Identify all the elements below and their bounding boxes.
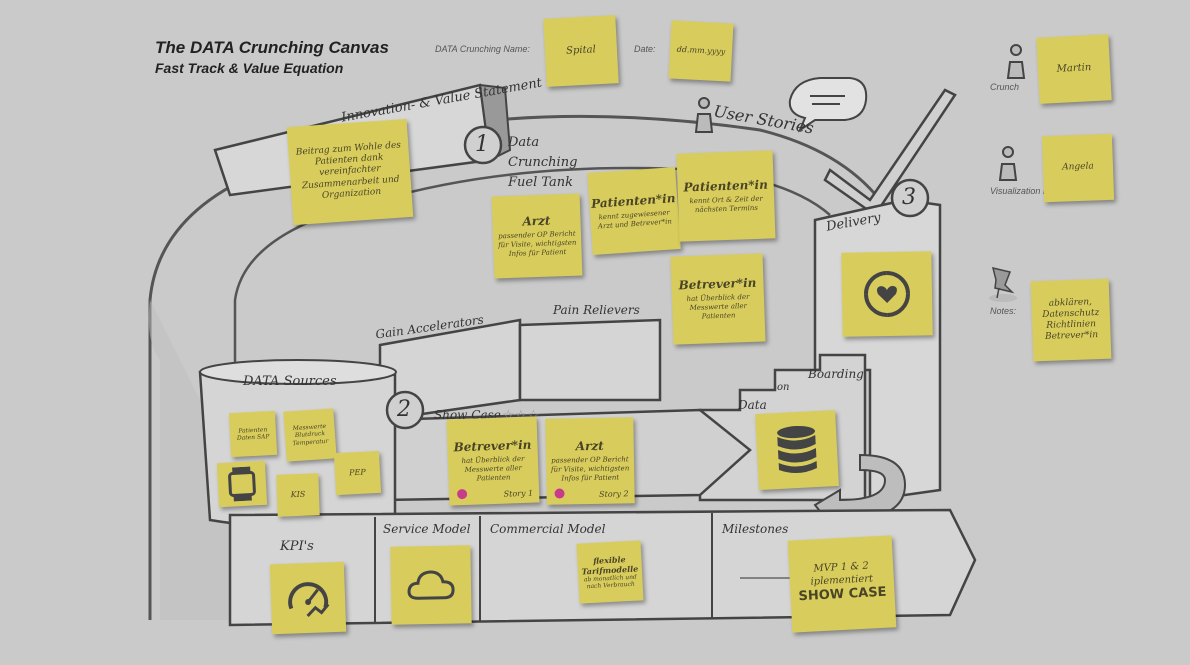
- story-note-body: kennt zugewiesener Arzt und Betrever*in: [597, 208, 673, 231]
- data-source-mess-note[interactable]: Messwerte Blutdruck Temperatur: [283, 408, 337, 462]
- story-note-head: Patienten*in: [683, 177, 769, 195]
- data-source-sap-note[interactable]: Patienten Daten SAP: [228, 410, 278, 458]
- service-model-label: Service Model: [383, 522, 471, 536]
- story-dot: [456, 488, 468, 500]
- story-tag: Story 2: [599, 489, 629, 499]
- name-note[interactable]: Spital: [543, 15, 619, 87]
- milestone-note[interactable]: MVP 1 & 2 iplementiert SHOW CASE: [787, 535, 897, 633]
- service-model-note[interactable]: [390, 545, 472, 625]
- gauge-icon: [288, 582, 330, 618]
- data-source-pep-note[interactable]: PEP: [333, 450, 382, 496]
- step-2-number: 2: [397, 397, 411, 422]
- notes-note[interactable]: abklären, Datenschutz Richtlinien Betrev…: [1030, 278, 1112, 362]
- date-label: Date:: [634, 44, 656, 54]
- milestone-line-2: SHOW CASE: [798, 585, 887, 605]
- checkmark-icon: [823, 88, 957, 217]
- story-note-arzt[interactable]: Arzt passender OP Bericht für Visite, wi…: [491, 193, 583, 279]
- person-icon: [694, 44, 1026, 181]
- kpi-note[interactable]: [269, 561, 347, 635]
- story-note-patient-2[interactable]: Patienten*in kennt Ort & Zeit der nächst…: [676, 150, 776, 242]
- onboarding-boarding-label: Boarding: [808, 367, 864, 381]
- data-source-watch-note[interactable]: [216, 460, 268, 508]
- show-case-note-head: Betrever*in: [453, 438, 532, 455]
- name-label: DATA Crunching Name:: [435, 44, 530, 54]
- story-note-head: Betrever*in: [678, 276, 757, 293]
- show-case-note-body: hat Überblick der Messwerte aller Patien…: [461, 455, 525, 483]
- commercial-note-body: ab monatlich und nach Verbrauch: [583, 573, 637, 591]
- commercial-model-note[interactable]: flexible Tarifmodelle ab monatlich und n…: [576, 540, 644, 604]
- canvas-subtitle: Fast Track & Value Equation: [155, 60, 344, 76]
- story-note-head: Arzt: [522, 213, 551, 229]
- story-tag: Story 1: [503, 488, 534, 499]
- story-note-body: hat Überblick der Messwerte aller Patien…: [686, 293, 750, 321]
- show-case-note-2[interactable]: Arzt passender OP Bericht für Visite, wi…: [545, 417, 635, 505]
- kpis-label: KPI's: [280, 539, 314, 554]
- story-note-body: passender OP Bericht für Visite, wichtig…: [497, 230, 577, 258]
- step-1-number: 1: [475, 132, 489, 157]
- milestones-label: Milestones: [722, 522, 789, 536]
- story-dot: [554, 488, 565, 499]
- pain-relievers-block: [518, 318, 662, 402]
- crunch-note[interactable]: Martin: [1036, 34, 1112, 104]
- show-case-note-1[interactable]: Betrever*in hat Überblick der Messwerte …: [446, 416, 540, 506]
- step-2-circle: [385, 390, 425, 430]
- show-case-note-body: passender OP Bericht für Visite, wichtig…: [550, 455, 630, 483]
- notes-label: Notes:: [990, 306, 1017, 316]
- fuel-tank-label: Data Crunching Fuel Tank: [508, 135, 578, 190]
- date-note[interactable]: dd.mm.yyyy: [668, 20, 734, 82]
- step-3-number: 3: [902, 185, 916, 210]
- story-note-body: kennt Ort & Zeit der nächsten Termins: [689, 194, 763, 214]
- canvas-title: The DATA Crunching Canvas: [155, 38, 389, 57]
- show-case-note-head: Arzt: [575, 439, 604, 454]
- heart-cycle-icon: [864, 271, 910, 317]
- data-source-kis-note[interactable]: KIS: [276, 473, 320, 517]
- database-icon: [777, 425, 817, 473]
- visualization-label: Visualization M: [990, 186, 1051, 196]
- delivery-note[interactable]: [841, 251, 933, 337]
- step-3-circle: [890, 178, 930, 218]
- cloud-icon: [407, 570, 455, 600]
- crunch-label: Crunch: [990, 82, 1020, 92]
- onboarding-on-label: on: [777, 382, 790, 393]
- story-note-patient-1[interactable]: Patienten*in kennt zugewiesener Arzt und…: [587, 167, 681, 255]
- story-note-betreuer[interactable]: Betrever*in hat Überblick der Messwerte …: [670, 253, 766, 345]
- data-sources-label: DATA Sources: [243, 374, 337, 389]
- visualization-note[interactable]: Angela: [1041, 133, 1115, 203]
- step-1-circle: [463, 125, 503, 165]
- commercial-model-label: Commercial Model: [490, 522, 606, 536]
- watch-icon: [228, 466, 256, 502]
- pushpin-icon: [989, 266, 1017, 302]
- onboarding-data-label: Data: [738, 398, 767, 412]
- innovation-statement-note[interactable]: Beitrag zum Wohle des Patienten dank ver…: [286, 118, 414, 226]
- onboarding-note[interactable]: [755, 409, 839, 491]
- pain-relievers-label: Pain Relievers: [553, 303, 640, 317]
